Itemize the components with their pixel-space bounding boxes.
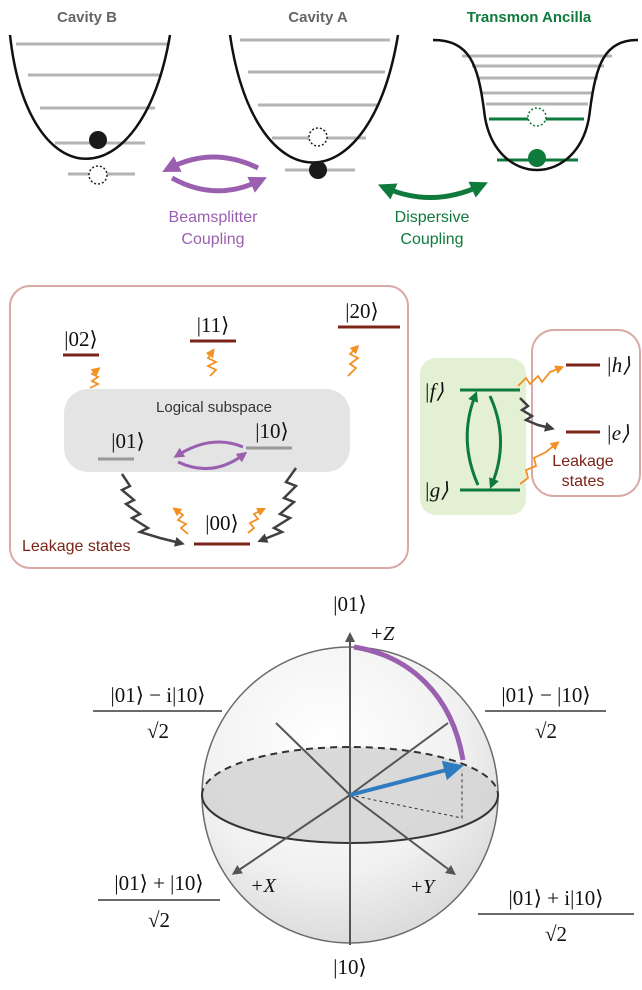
- upper-left-denominator: √2: [147, 719, 169, 743]
- level-10-label: |10⟩: [255, 419, 288, 443]
- beamsplitter-label-2: Coupling: [181, 231, 244, 248]
- y-axis-back: [349, 722, 449, 796]
- transmon-well: [432, 38, 639, 172]
- projection-lines: [349, 770, 463, 819]
- state-vector: [349, 760, 464, 797]
- photon-dot: [309, 161, 327, 179]
- equator-back: [201, 746, 499, 796]
- x-axis: [231, 794, 351, 875]
- cavity-a-well: [228, 34, 400, 179]
- empty-excitation-dot: [527, 107, 547, 127]
- empty-photon-dot: [88, 165, 108, 185]
- lower-left-numerator: |01⟩ + |10⟩: [114, 871, 203, 895]
- plus-z-label: +Z: [370, 623, 395, 645]
- bloch-sphere: |01⟩ +Z |10⟩ +X +Y |01⟩ − i|10⟩ √2 |01⟩ …: [93, 592, 634, 979]
- level-11-label: |11⟩: [197, 313, 230, 337]
- drive-arrow-up: [465, 391, 480, 486]
- level-20-label: |20⟩: [345, 299, 378, 323]
- decay-f-to-e: [519, 397, 555, 432]
- transmon-title: Transmon Ancilla: [467, 9, 592, 26]
- cavity-b-well: [8, 34, 172, 185]
- beamsplitter-arrows: [162, 154, 267, 194]
- dispersive-label-1: Dispersive: [395, 209, 470, 226]
- empty-photon-dot: [308, 127, 328, 147]
- swap-arrow-lower: [177, 451, 248, 471]
- photon-dot: [89, 131, 107, 149]
- cavities-panel: Cavity B Cavity A Transmon Ancilla: [8, 9, 639, 248]
- y-axis: [349, 794, 456, 876]
- lower-right-numerator: |01⟩ + i|10⟩: [509, 886, 604, 910]
- excitation-arrow: [247, 507, 267, 534]
- dispersive-label-2: Coupling: [400, 231, 463, 248]
- level-g-label: |g⟩: [424, 478, 448, 502]
- beamsplitter-label-1: Beamsplitter: [169, 209, 259, 226]
- x-axis-back: [275, 722, 351, 796]
- leak-to-h: [517, 365, 565, 387]
- cavity-a-title: Cavity A: [288, 9, 348, 26]
- lower-right-denominator: √2: [545, 922, 567, 946]
- transmon-levels-panel: |f⟩ |g⟩ |h⟩ |e⟩ Leakage states: [420, 329, 641, 515]
- bottom-state-label: |10⟩: [333, 955, 366, 979]
- level-00-label: |00⟩: [205, 511, 238, 535]
- upper-left-numerator: |01⟩ − i|10⟩: [111, 683, 206, 707]
- logical-subspace-label: Logical subspace: [156, 399, 272, 416]
- dual-rail-levels-panel: Logical subspace |02⟩ |11⟩ |20⟩ |01⟩ |10…: [9, 285, 409, 569]
- plus-x-label: +X: [250, 875, 276, 897]
- upper-right-numerator: |01⟩ − |10⟩: [501, 683, 590, 707]
- upper-right-state: |01⟩ − |10⟩ √2: [485, 683, 606, 743]
- leakage-label-2: states: [562, 473, 605, 490]
- leakage-states-label: Leakage states: [22, 538, 131, 555]
- lower-left-state: |01⟩ + |10⟩ √2: [98, 871, 220, 932]
- level-f-label: |f⟩: [424, 379, 444, 403]
- decay-01-to-00: [119, 473, 185, 547]
- excitation-arrow: [172, 507, 189, 535]
- excitation-arrow: [205, 348, 219, 377]
- logical-subspace-box: [64, 389, 350, 472]
- state-trajectory: [353, 644, 466, 761]
- dispersive-arrow: [377, 181, 488, 200]
- excitation-dot: [528, 149, 546, 167]
- leakage-label-1: Leakage: [552, 453, 613, 470]
- top-state-label: |01⟩: [333, 592, 366, 616]
- lower-right-state: |01⟩ + i|10⟩ √2: [478, 886, 634, 946]
- upper-right-denominator: √2: [535, 719, 557, 743]
- lower-left-denominator: √2: [148, 908, 170, 932]
- drive-arrow-down: [488, 395, 502, 489]
- decay-10-to-00: [257, 467, 299, 543]
- level-h-label: |h⟩: [606, 353, 630, 377]
- leak-to-e: [519, 441, 560, 485]
- level-01-label: |01⟩: [111, 429, 144, 453]
- level-02-label: |02⟩: [64, 327, 97, 351]
- swap-arrow-upper: [173, 440, 244, 458]
- upper-left-state: |01⟩ − i|10⟩ √2: [93, 683, 222, 743]
- level-e-label: |e⟩: [606, 421, 629, 445]
- excitation-arrow: [347, 344, 360, 377]
- transmon-box: [420, 358, 526, 515]
- plus-y-label: +Y: [410, 876, 436, 898]
- excitation-arrow: [89, 367, 101, 389]
- cavity-b-title: Cavity B: [57, 9, 117, 26]
